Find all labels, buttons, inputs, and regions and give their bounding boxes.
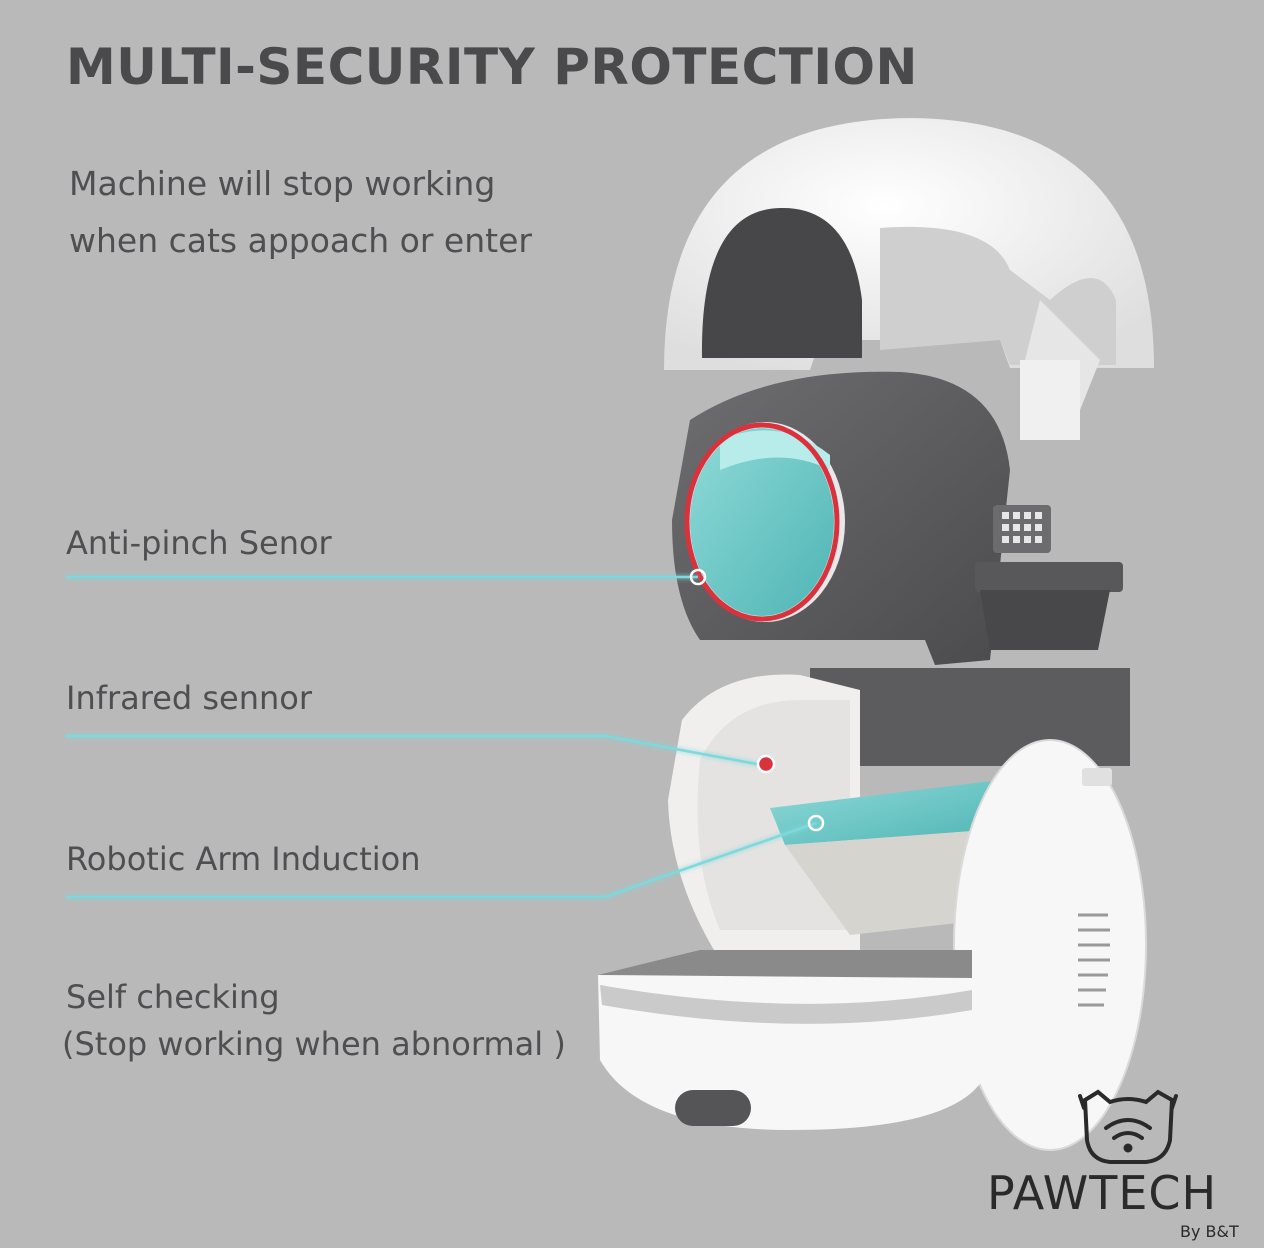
page-title: MULTI-SECURITY PROTECTION — [66, 38, 918, 96]
feature-label-self-checking: Self checking — [66, 978, 280, 1016]
feature-label-anti-pinch: Anti-pinch Senor — [66, 524, 332, 562]
lower-base — [598, 674, 1147, 1151]
callout-lines — [66, 575, 817, 899]
middle-drum — [672, 371, 1123, 665]
subtitle-line-2: when cats appoach or enter — [69, 221, 532, 260]
cat-wifi-logo-icon — [1078, 1089, 1178, 1164]
top-dome-cover — [664, 118, 1154, 440]
callout-markers — [689, 568, 825, 832]
brand-name: PAWTECH — [987, 1166, 1218, 1220]
subtitle-line-1: Machine will stop working — [69, 164, 496, 203]
feature-detail-self-checking: (Stop working when abnormal ) — [62, 1025, 566, 1063]
feature-label-infrared: Infrared sennor — [66, 679, 313, 717]
brand-byline: By B&T — [1180, 1222, 1239, 1241]
feature-label-robotic-arm: Robotic Arm Induction — [66, 840, 421, 878]
